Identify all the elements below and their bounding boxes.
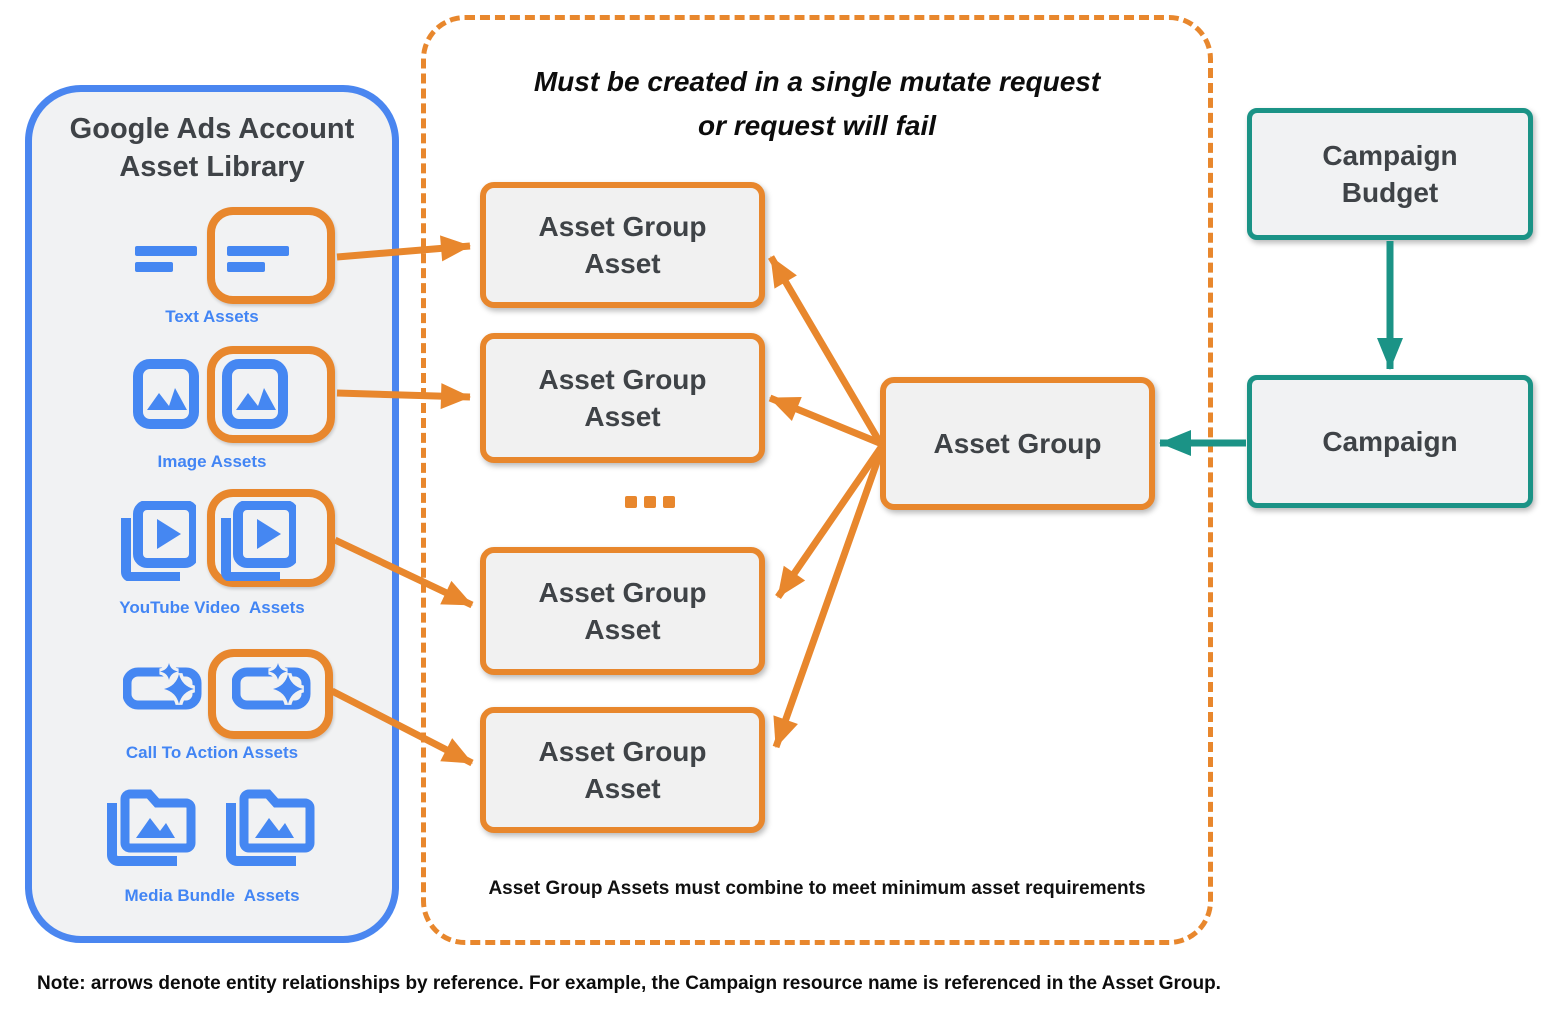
call-to-action-assets-label: Call To Action Assets bbox=[125, 743, 299, 762]
asset-group-asset-label: Asset bbox=[584, 773, 661, 804]
asset-group-asset-label: Asset Group bbox=[538, 577, 707, 608]
media-bundle-assets-label: Media Bundle Assets bbox=[124, 886, 300, 905]
asset-library-title-line1: Google Ads Account bbox=[69, 113, 355, 145]
asset-library-panel: Google Ads Account Asset Library Text As… bbox=[25, 85, 399, 943]
campaign-label: Campaign bbox=[1322, 426, 1458, 457]
call-to-action-asset-icon bbox=[232, 662, 311, 710]
ellipsis bbox=[625, 496, 675, 508]
mutate-request-title-line2: or request will fail bbox=[697, 110, 937, 141]
media-bundle-asset-icon bbox=[226, 789, 315, 866]
asset-group-asset-box-1: Asset Group Asset bbox=[480, 182, 765, 308]
asset-group-asset-label: Asset bbox=[584, 614, 661, 645]
asset-group-asset-box-3: Asset Group Asset bbox=[480, 547, 765, 675]
campaign-box: Campaign bbox=[1247, 375, 1533, 508]
campaign-budget-box: Campaign Budget bbox=[1247, 108, 1533, 240]
campaign-budget-label: Budget bbox=[1341, 177, 1439, 208]
mutate-request-title: Must be created in a single mutate reque… bbox=[426, 60, 1208, 148]
call-to-action-asset-highlight-outline bbox=[208, 649, 333, 739]
asset-group-asset-label: Asset Group bbox=[538, 364, 707, 395]
asset-group-asset-box-2: Asset Group Asset bbox=[480, 333, 765, 463]
text-asset-icon bbox=[227, 246, 289, 272]
reference-note: Note: arrows denote entity relationships… bbox=[37, 973, 1221, 994]
text-assets-label: Text Assets bbox=[165, 307, 259, 326]
image-asset-icon bbox=[133, 359, 199, 429]
image-asset-highlight-outline bbox=[207, 346, 335, 443]
asset-library-title-line2: Asset Library bbox=[119, 151, 305, 183]
asset-group-asset-label: Asset Group bbox=[538, 211, 707, 242]
asset-requirements-note: Asset Group Assets must combine to meet … bbox=[488, 878, 1146, 899]
youtube-video-asset-icon bbox=[221, 501, 296, 581]
youtube-video-assets-label: YouTube Video Assets bbox=[119, 598, 305, 617]
image-asset-icon bbox=[222, 359, 288, 429]
asset-group-box: Asset Group bbox=[880, 377, 1155, 510]
youtube-video-asset-icon bbox=[121, 501, 196, 581]
image-assets-label: Image Assets bbox=[157, 452, 267, 471]
mutate-request-title-line1: Must be created in a single mutate reque… bbox=[533, 66, 1101, 97]
text-asset-highlight-outline bbox=[207, 207, 335, 304]
asset-group-asset-label: Asset bbox=[584, 248, 661, 279]
media-bundle-asset-icon bbox=[107, 789, 196, 866]
text-asset-icon bbox=[135, 246, 197, 272]
asset-group-asset-box-4: Asset Group Asset bbox=[480, 707, 765, 833]
youtube-video-asset-highlight-outline bbox=[207, 489, 335, 587]
asset-group-label: Asset Group bbox=[933, 428, 1102, 459]
asset-group-asset-label: Asset bbox=[584, 401, 661, 432]
campaign-budget-label: Campaign bbox=[1322, 140, 1458, 171]
asset-group-asset-label: Asset Group bbox=[538, 736, 707, 767]
asset-library-title: Google Ads Account Asset Library bbox=[32, 110, 392, 186]
call-to-action-asset-icon bbox=[123, 662, 202, 710]
